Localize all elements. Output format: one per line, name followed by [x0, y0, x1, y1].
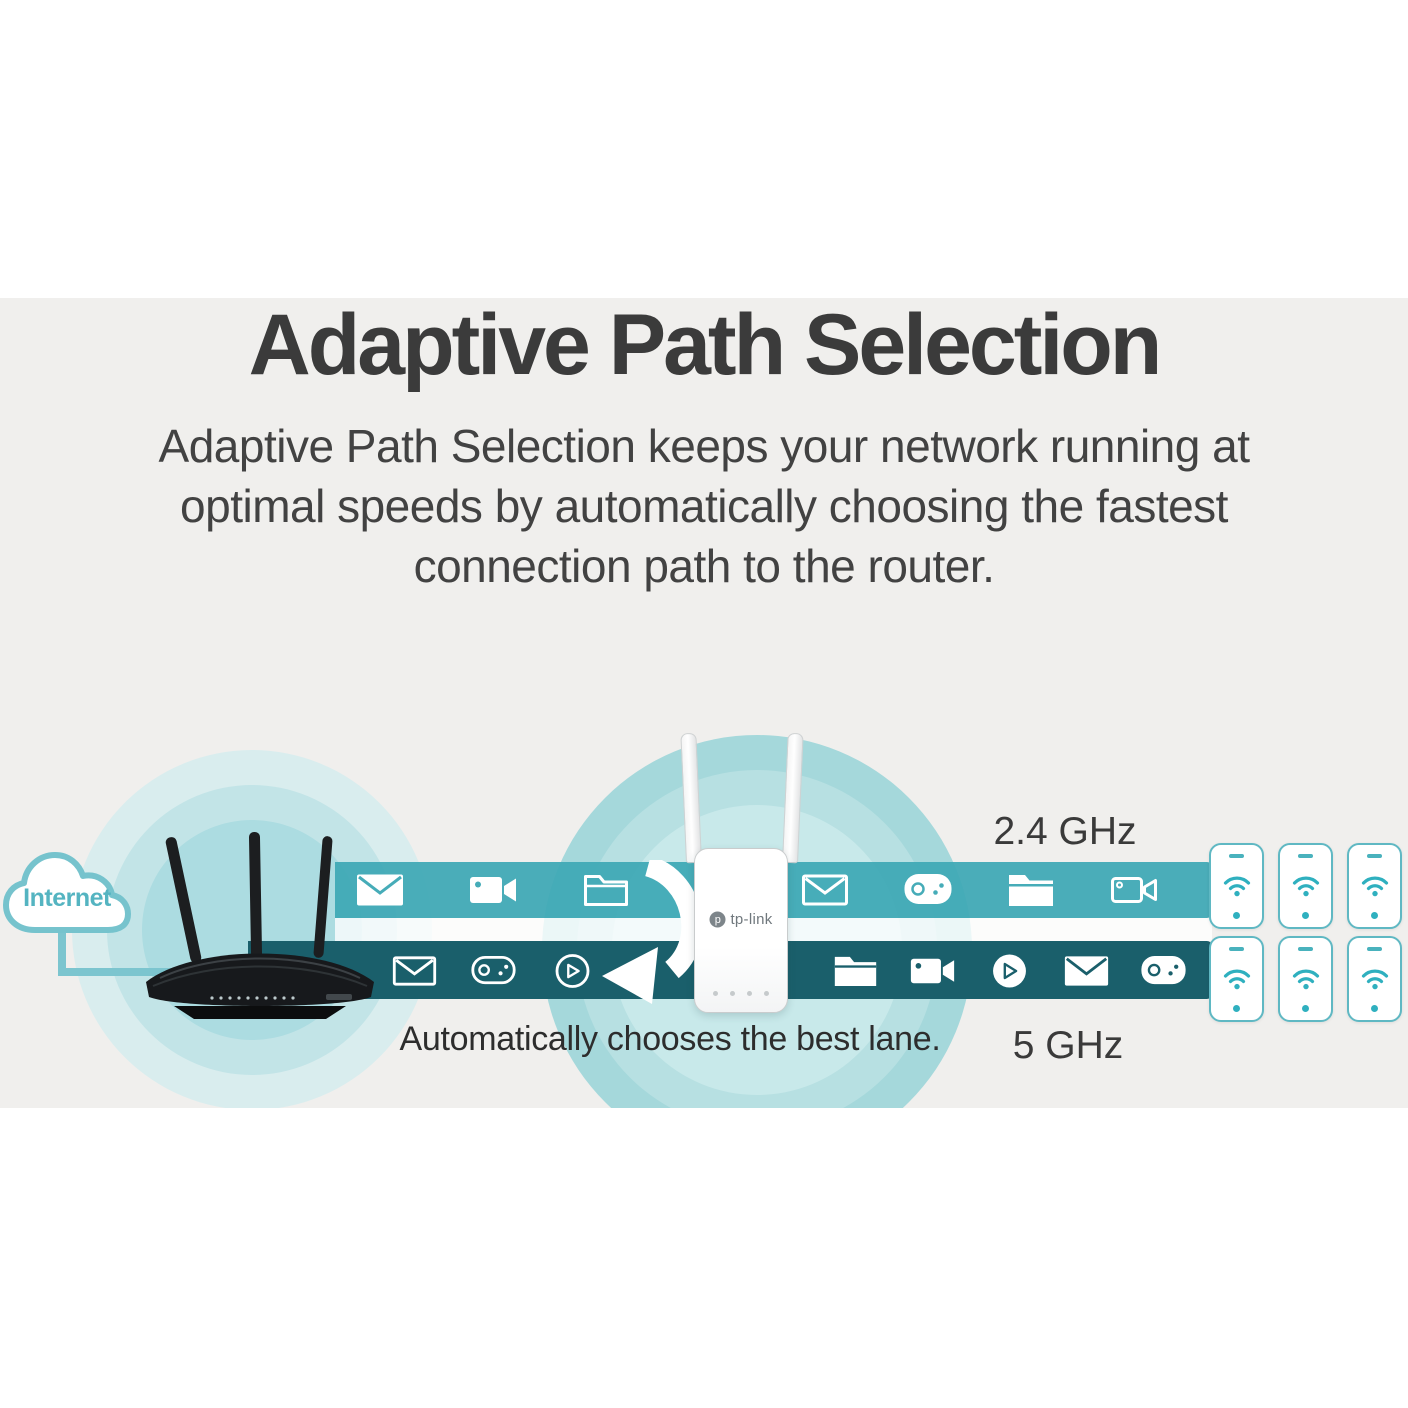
game-controller-icon: [903, 870, 953, 910]
hero-section: Adaptive Path Selection Adaptive Path Se…: [0, 298, 1408, 1108]
extender-device: p tp-link: [680, 732, 804, 1018]
wifi-icon: [1223, 876, 1250, 897]
subtitle: Adaptive Path Selection keeps your netwo…: [0, 416, 1408, 596]
phone-speaker-dash: [1298, 947, 1313, 951]
video-camera-icon: [909, 952, 956, 990]
mail-icon: [800, 870, 850, 910]
subtitle-line: optimal speeds by automatically choosing…: [180, 480, 1228, 533]
svg-text:p: p: [715, 914, 721, 926]
phone-speaker-dash: [1229, 854, 1244, 858]
band-5ghz-right-icons: [832, 952, 1187, 990]
phone-home-dot: [1233, 912, 1240, 919]
extender-body: p tp-link: [694, 848, 788, 1013]
extender-led-row: [695, 991, 787, 996]
tp-link-logo-mark: p: [709, 911, 726, 928]
mail-icon: [1063, 952, 1110, 990]
internet-label: Internet: [23, 884, 111, 912]
band-2-4ghz-left-icons: [355, 870, 631, 910]
phone-home-dot: [1371, 1005, 1378, 1012]
phone-home-dot: [1302, 912, 1309, 919]
phone-speaker-dash: [1229, 947, 1244, 951]
lane-switch-arrow-icon: [602, 860, 703, 1004]
wifi-icon: [1292, 969, 1319, 990]
folder-icon: [832, 952, 879, 990]
phone-speaker-dash: [1298, 854, 1313, 858]
phone-device: [1347, 843, 1402, 929]
subtitle-line: connection path to the router.: [413, 540, 995, 593]
band-2-4ghz-right-icons: [800, 870, 1159, 910]
band-5ghz-label: 5 GHz: [1012, 1024, 1124, 1067]
phone-device: [1209, 843, 1264, 929]
wifi-icon: [1361, 969, 1388, 990]
phone-home-dot: [1371, 912, 1378, 919]
game-controller-icon: [1140, 952, 1187, 990]
wifi-icon: [1361, 876, 1388, 897]
game-controller-icon: [470, 952, 517, 990]
phone-home-dot: [1233, 1005, 1240, 1012]
play-icon: [549, 952, 596, 990]
router-device: [146, 831, 374, 1019]
wifi-icon: [1223, 969, 1250, 990]
network-diagram: 2.4 GHz 5 GHz Automatically chooses the …: [0, 298, 1408, 1108]
video-camera-icon: [468, 870, 518, 910]
phone-speaker-dash: [1367, 854, 1382, 858]
extender-brand-label: tp-link: [730, 911, 773, 928]
play-icon: [986, 952, 1033, 990]
mail-icon: [391, 952, 438, 990]
phone-speaker-dash: [1367, 947, 1382, 951]
video-camera-icon: [1109, 870, 1159, 910]
wifi-icon: [1292, 876, 1319, 897]
client-devices: [1209, 843, 1402, 1022]
band-5ghz-left-icons: [391, 952, 596, 990]
caption: Automatically chooses the best lane.: [399, 1020, 941, 1058]
tp-link-logo: p tp-link: [695, 911, 787, 928]
subtitle-line: Adaptive Path Selection keeps your netwo…: [158, 420, 1250, 473]
phone-home-dot: [1302, 1005, 1309, 1012]
band-2-4ghz-label: 2.4 GHz: [993, 810, 1137, 853]
internet-cloud-icon: [3, 852, 131, 933]
extender-antenna: [680, 732, 702, 864]
phone-device: [1278, 936, 1333, 1022]
phone-device: [1347, 936, 1402, 1022]
page-title: Adaptive Path Selection: [248, 298, 1163, 393]
folder-icon: [1006, 870, 1056, 910]
phone-device: [1209, 936, 1264, 1022]
phone-device: [1278, 843, 1333, 929]
mail-icon: [355, 870, 405, 910]
folder-icon: [581, 870, 631, 910]
